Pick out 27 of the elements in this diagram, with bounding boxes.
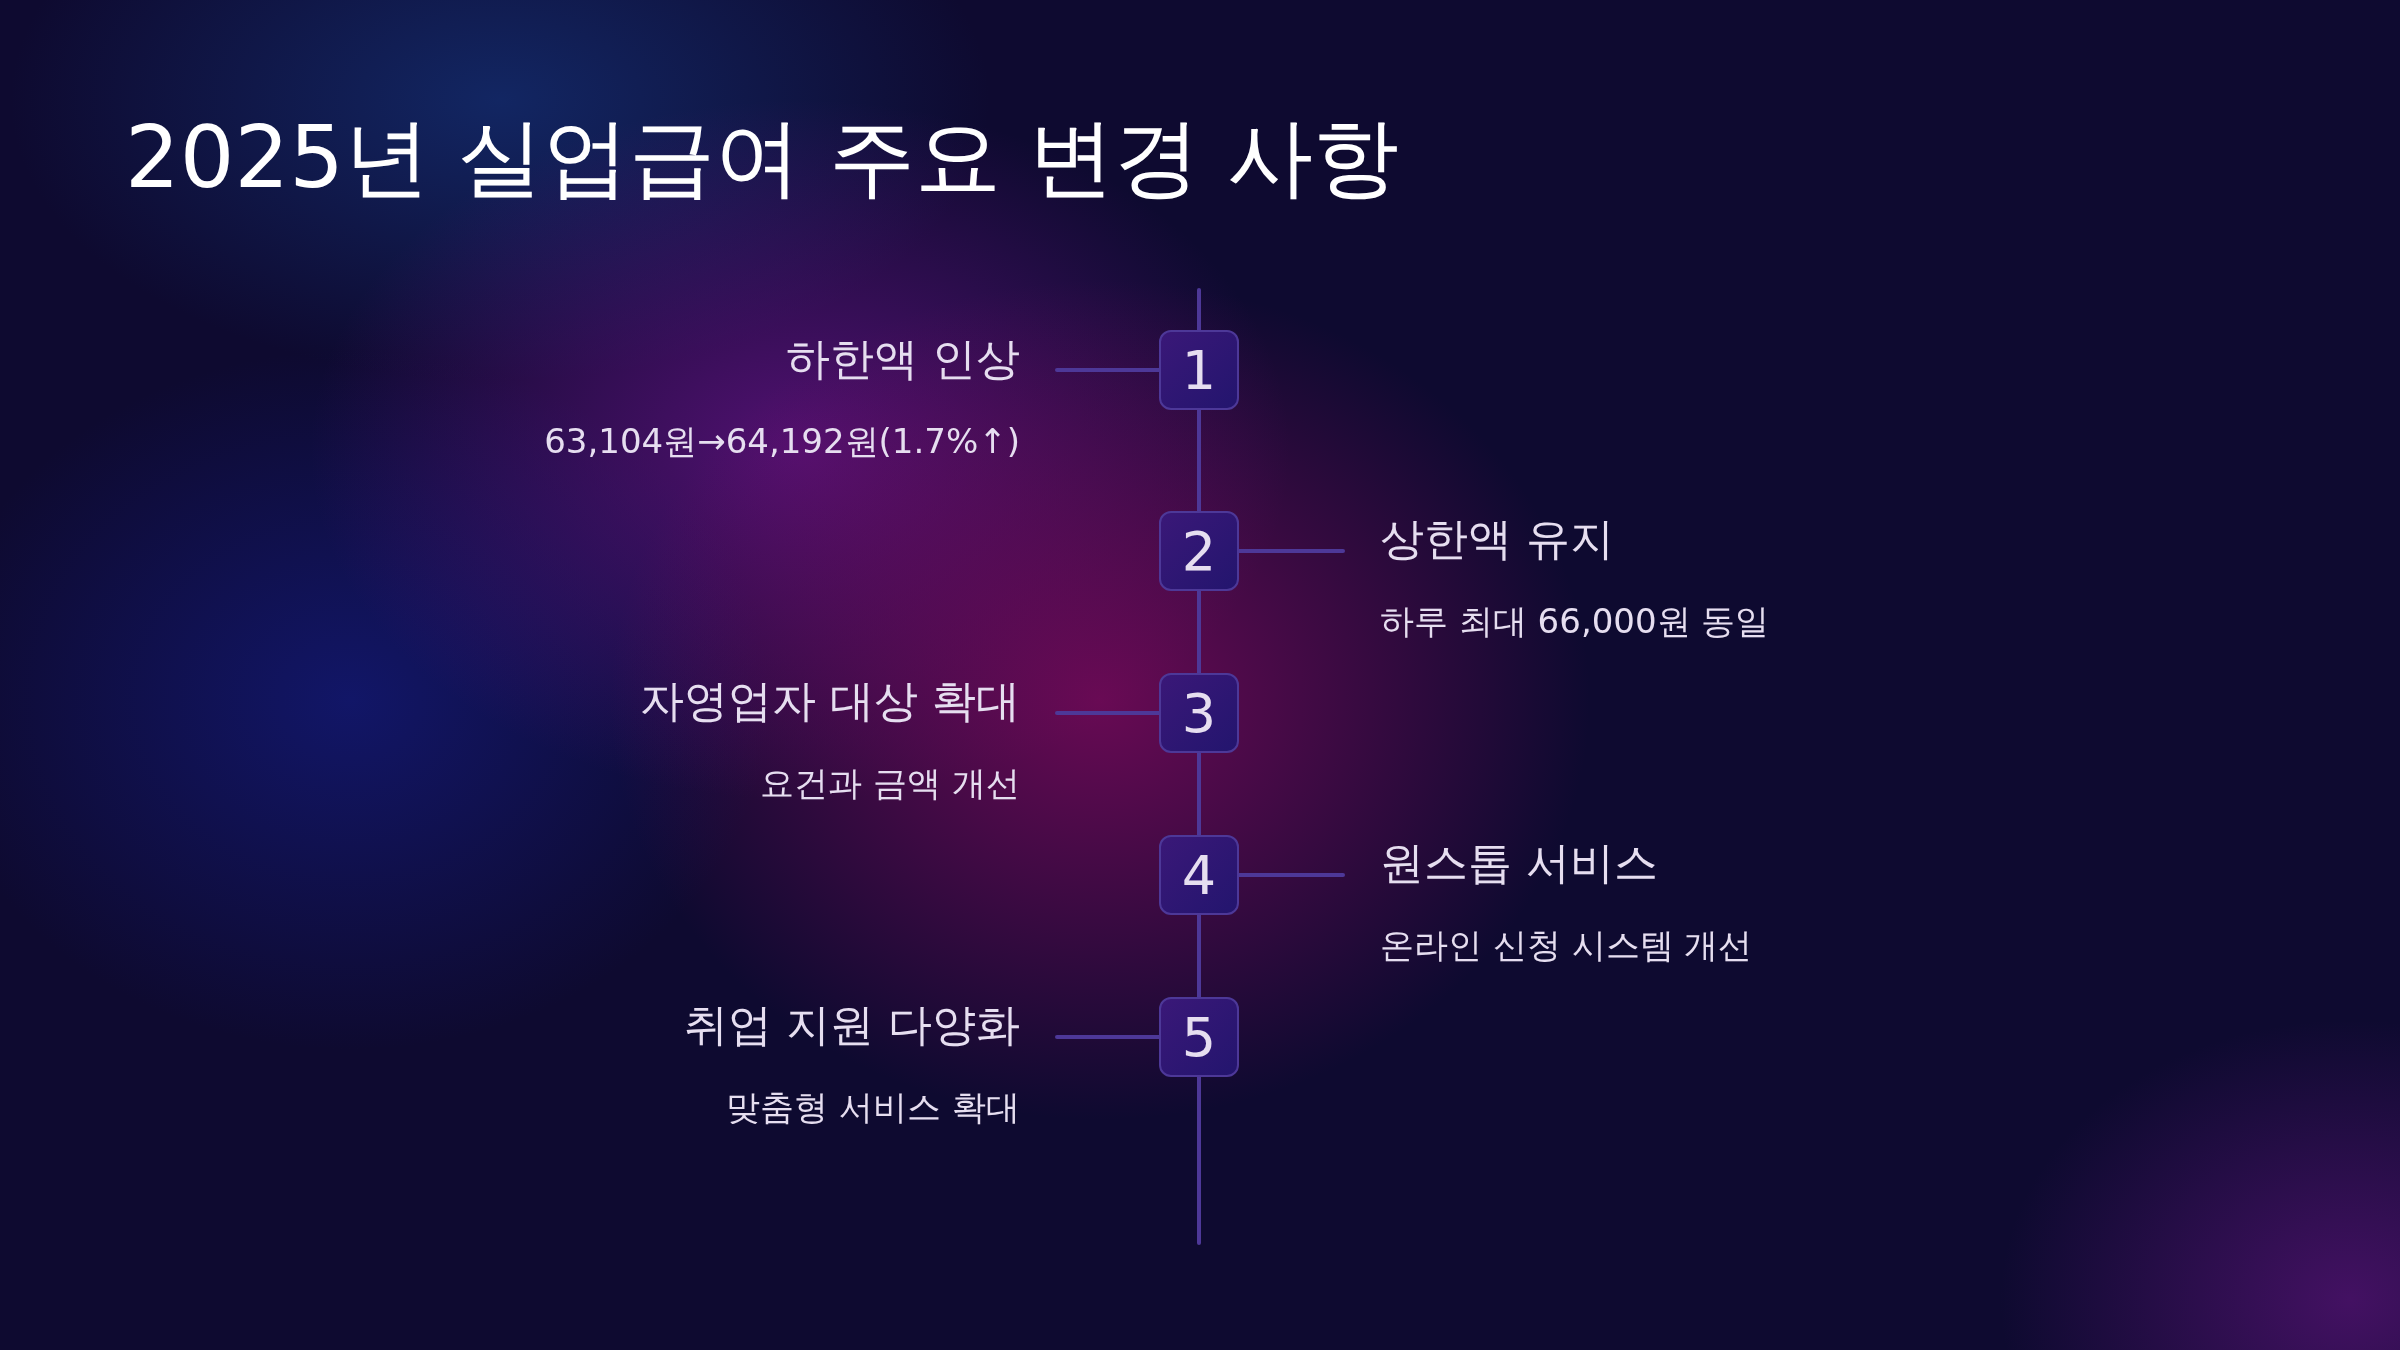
step-heading: 상한액 유지 <box>1380 512 1614 566</box>
connector-line <box>1055 711 1161 715</box>
title: 2025년 실업급여 주요 변경 사항 <box>125 106 1400 209</box>
connector-line <box>1055 1035 1161 1039</box>
step-description: 하루 최대 66,000원 동일 <box>1380 600 1770 643</box>
step-description: 63,104원→64,192원(1.7%↑) <box>544 420 1020 463</box>
step-description: 요건과 금액 개선 <box>760 762 1020 805</box>
timeline-line <box>1197 1075 1201 1245</box>
step-number-box: 4 <box>1159 835 1239 915</box>
timeline-line <box>1197 288 1201 332</box>
step-number-box: 3 <box>1159 673 1239 753</box>
step-heading: 원스톱 서비스 <box>1380 836 1658 890</box>
step-heading: 자영업자 대상 확대 <box>640 674 1020 728</box>
step-description: 맞춤형 서비스 확대 <box>726 1086 1020 1129</box>
connector-line <box>1237 873 1345 877</box>
step-description: 온라인 신청 시스템 개선 <box>1380 924 1753 967</box>
step-number-box: 2 <box>1159 511 1239 591</box>
timeline-line <box>1197 751 1201 837</box>
connector-line <box>1055 368 1161 372</box>
step-number-box: 5 <box>1159 997 1239 1077</box>
timeline-line <box>1197 408 1201 513</box>
step-number-box: 1 <box>1159 330 1239 410</box>
step-heading: 취업 지원 다양화 <box>684 998 1020 1052</box>
step-heading: 하한액 인상 <box>786 332 1020 386</box>
connector-line <box>1237 549 1345 553</box>
timeline-line <box>1197 589 1201 675</box>
timeline-line <box>1197 913 1201 999</box>
